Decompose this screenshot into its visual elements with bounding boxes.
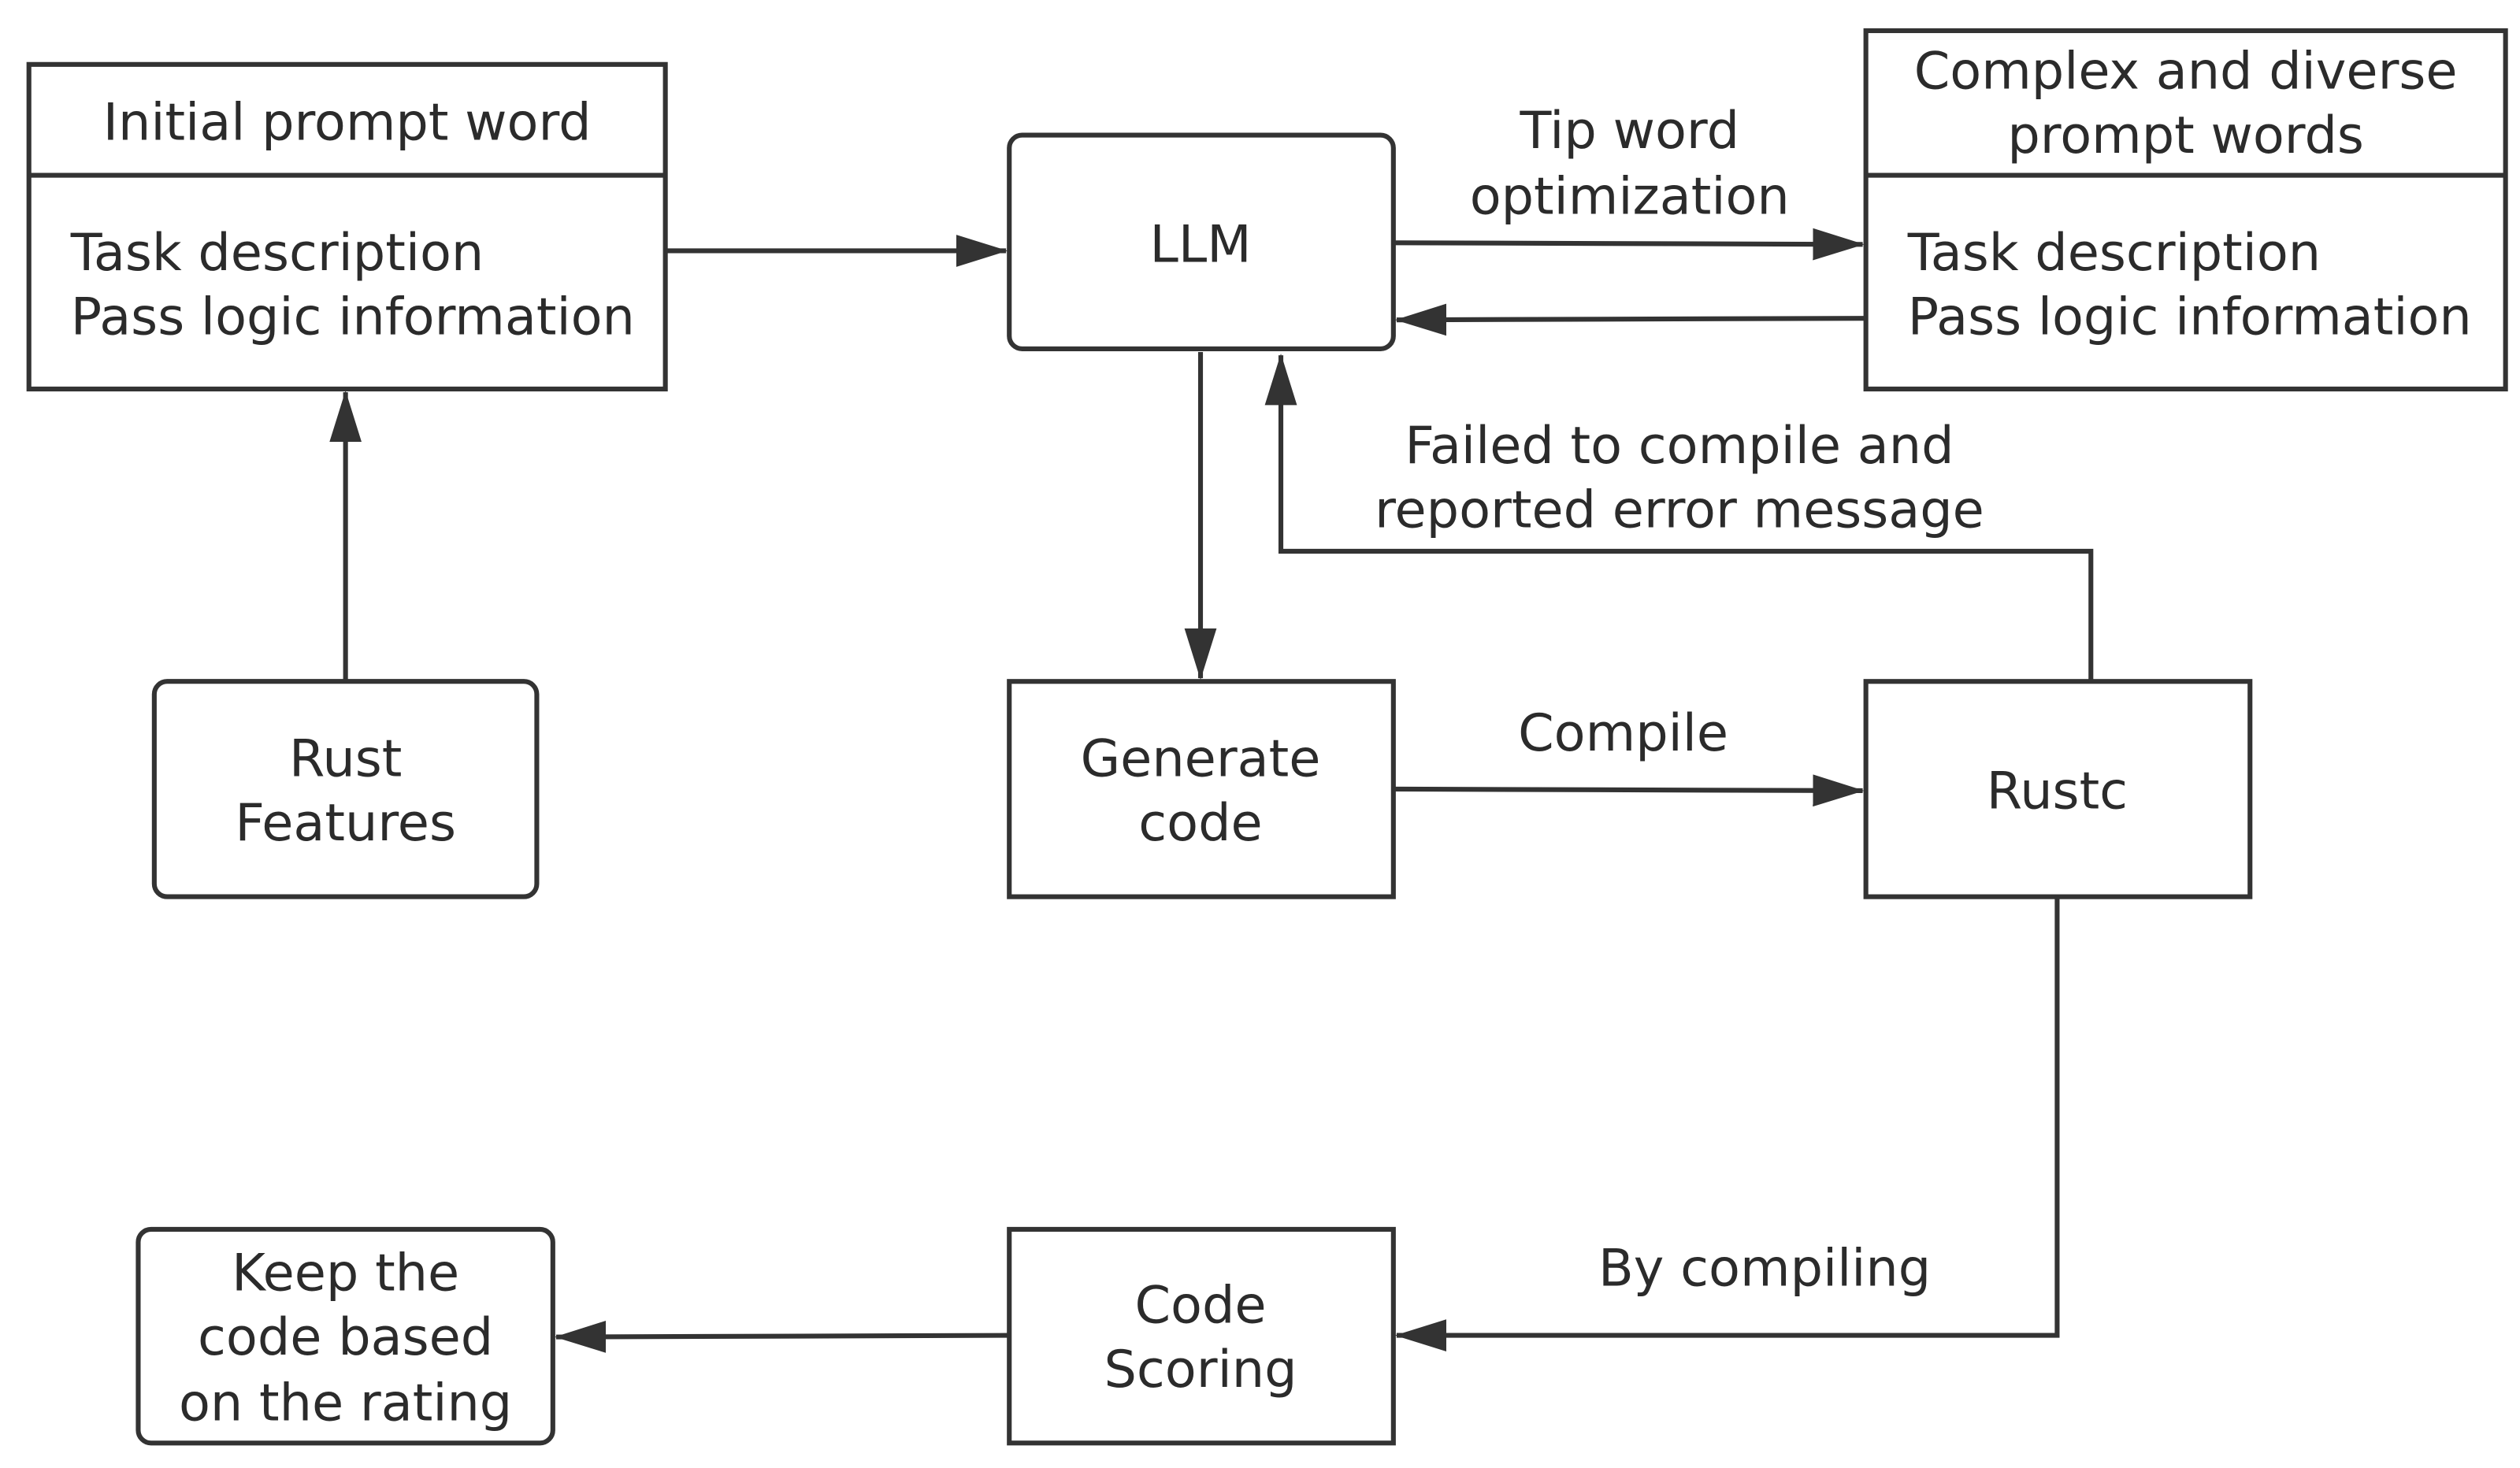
rust-features-frame xyxy=(151,679,540,899)
label-tip-optimization-line2: optimization xyxy=(1470,167,1790,227)
keep-code-box: Keep the code based on the rating xyxy=(135,1226,555,1446)
keep-code-frame xyxy=(135,1226,555,1446)
rustc-frame xyxy=(1863,679,2253,899)
complex-prompt-body-line1: Task description xyxy=(1907,223,2321,283)
code-scoring-box: Code Scoring xyxy=(1007,1226,1396,1446)
rust-features-box: Rust Features xyxy=(151,679,540,899)
code-scoring-frame xyxy=(1007,1226,1396,1446)
arrow-complex-to-llm xyxy=(1394,303,1866,336)
label-failed-line2: reported error message xyxy=(1375,480,1984,539)
generate-code-box: Generate code xyxy=(1007,679,1396,899)
arrow-generate-to-rustc xyxy=(1393,774,1865,807)
generate-code-line1: Generate xyxy=(1081,729,1321,789)
rustc-box: Rustc xyxy=(1863,679,2253,899)
rust-features-line2: Features xyxy=(235,793,456,853)
arrow-rustc-to-llm xyxy=(1264,354,2094,682)
keep-code-line1: Keep the xyxy=(232,1243,459,1303)
rust-features-line1: Rust xyxy=(289,729,402,789)
complex-prompt-header-line1: Complex and diverse xyxy=(1914,41,2458,101)
arrow-scoring-to-keep xyxy=(554,1321,1010,1353)
label-by-compiling: By compiling xyxy=(1598,1238,1931,1298)
complex-prompt-box: Complex and diverse prompt words Task de… xyxy=(1863,28,2508,391)
llm-box: LLM xyxy=(1007,132,1396,351)
arrow-llm-to-complex xyxy=(1393,228,1865,261)
label-compile: Compile xyxy=(1518,703,1728,763)
code-scoring-line2: Scoring xyxy=(1104,1340,1297,1399)
llm-frame xyxy=(1007,132,1396,351)
generate-code-frame xyxy=(1007,679,1396,899)
initial-prompt-body-line1: Task description xyxy=(70,223,484,283)
initial-prompt-body-line2: Pass logic information xyxy=(71,287,635,347)
label-tip-optimization-line1: Tip word xyxy=(1519,101,1739,161)
complex-prompt-frame xyxy=(1863,28,2508,391)
initial-prompt-header: Initial prompt word xyxy=(103,93,592,153)
keep-code-line2: code based xyxy=(198,1307,493,1367)
initial-prompt-frame xyxy=(26,61,668,391)
keep-code-line3: on the rating xyxy=(179,1373,512,1433)
initial-prompt-box: Initial prompt word Task description Pas… xyxy=(26,61,668,391)
complex-prompt-body-line2: Pass logic information xyxy=(1908,287,2472,347)
code-scoring-line1: Code xyxy=(1134,1275,1266,1335)
complex-prompt-header-line2: prompt words xyxy=(2007,106,2364,165)
arrow-rustc-to-scoring xyxy=(1394,896,2060,1351)
rustc-label: Rustc xyxy=(1987,761,2128,821)
llm-label: LLM xyxy=(1149,215,1251,275)
label-failed-line1: Failed to compile and xyxy=(1405,416,1954,476)
generate-code-line2: code xyxy=(1138,793,1262,853)
